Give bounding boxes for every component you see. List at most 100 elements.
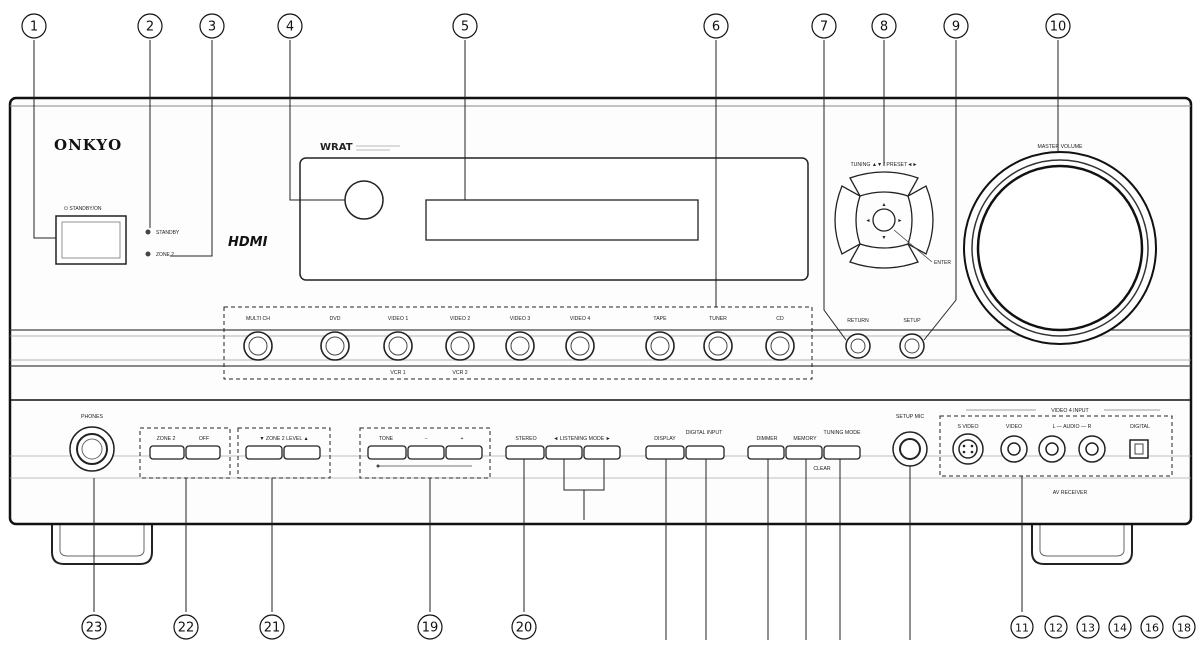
callout-number: 7 — [820, 20, 828, 35]
callout-circle — [703, 13, 729, 39]
callout-circle — [1010, 615, 1034, 639]
callout-number: 8 — [880, 20, 888, 35]
callout-number: 16 — [1145, 622, 1159, 635]
input-selector-9[interactable]: CD — [765, 316, 795, 361]
off-button[interactable] — [185, 445, 221, 460]
zone2-indicator-label: ZONE 2 — [156, 252, 174, 258]
tone-label: TONE — [379, 436, 394, 442]
callout-number: 2 — [146, 20, 154, 35]
callout-circle — [1076, 615, 1100, 639]
zone2-indicator — [145, 251, 151, 257]
right-arrow-icon: ► — [897, 218, 902, 224]
stereo-button[interactable] — [505, 445, 545, 460]
zone2-button[interactable] — [149, 445, 185, 460]
callout-number: 1 — [30, 20, 38, 35]
tone-group — [359, 427, 491, 479]
zone2-level-up-button[interactable] — [283, 445, 321, 460]
tuning-up-button[interactable] — [849, 171, 919, 197]
enter-label: ENTER — [934, 260, 951, 266]
input-selector-button-inner — [650, 336, 670, 356]
input-selector-label: VIDEO 3 — [510, 316, 531, 322]
callout-number: 18 — [1177, 622, 1191, 635]
input-selector-6[interactable]: VIDEO 4 — [565, 316, 595, 361]
dimmer-button[interactable] — [747, 445, 785, 460]
callout-number: 6 — [712, 20, 720, 35]
callout-circle — [417, 614, 443, 640]
clear-label: CLEAR — [813, 466, 831, 472]
digital-input-button[interactable] — [685, 445, 725, 460]
listening-mode-label: ◄ LISTENING MODE ► — [553, 436, 611, 442]
input-selector-label: TAPE — [653, 316, 667, 322]
remote-sensor — [344, 180, 384, 220]
callout-number: 21 — [264, 621, 281, 636]
input-selector-1[interactable]: MULTI CH — [243, 316, 273, 361]
hdmi-logo: HDMI — [228, 235, 268, 250]
input-selector-label: TUNER — [709, 316, 727, 322]
tuning-mode-label: TUNING MODE — [824, 430, 861, 436]
callout-circle — [1045, 13, 1071, 39]
input-selector-button-inner — [450, 336, 470, 356]
input-selector-label: VIDEO 4 — [570, 316, 591, 322]
callout-circle — [1108, 615, 1132, 639]
input-selector-button-inner — [708, 336, 728, 356]
display-area — [425, 199, 699, 241]
callout-circle — [199, 13, 225, 39]
listening-mode-right-button[interactable] — [583, 445, 621, 460]
left-foot — [51, 509, 153, 565]
callout-number: 23 — [86, 621, 103, 636]
input-selector-label: MULTI CH — [246, 316, 270, 322]
input-selector-label: VIDEO 2 — [450, 316, 471, 322]
stereo-label: STEREO — [515, 436, 536, 442]
tone-minus-label: − — [424, 436, 427, 442]
input-selector-button-inner — [388, 336, 408, 356]
input-selector-5[interactable]: VIDEO 3 — [505, 316, 535, 361]
tone-minus-button[interactable] — [407, 445, 445, 460]
input-selector-button-inner — [770, 336, 790, 356]
input-selector-label: CD — [776, 316, 784, 322]
input-selector-2[interactable]: DVD — [320, 316, 350, 361]
callout-number: 3 — [208, 20, 216, 35]
standby-indicator — [145, 229, 151, 235]
listening-mode-left-button[interactable] — [545, 445, 583, 460]
input-selector-button-inner — [510, 336, 530, 356]
memory-button[interactable] — [785, 445, 823, 460]
down-arrow-icon: ▼ — [881, 235, 886, 241]
master-volume-knob[interactable] — [963, 151, 1157, 345]
callout-number: 10 — [1050, 20, 1067, 35]
callout-circle — [277, 13, 303, 39]
standby-on-button[interactable] — [55, 215, 127, 265]
preset-left-button[interactable] — [834, 185, 861, 255]
tone-plus-button[interactable] — [445, 445, 483, 460]
callout-number: 22 — [178, 621, 195, 636]
enter-button[interactable] — [872, 208, 896, 232]
input-selector-7[interactable]: TAPE — [645, 316, 675, 361]
callout-circle — [871, 13, 897, 39]
preset-right-button[interactable] — [907, 185, 934, 255]
callout-circle — [943, 13, 969, 39]
zone2-level-down-button[interactable] — [245, 445, 283, 460]
display-button[interactable] — [645, 445, 685, 460]
right-foot — [1031, 509, 1133, 565]
callout-number: 20 — [516, 621, 533, 636]
audio-lr-label: L — AUDIO — R — [1053, 424, 1092, 430]
video4-input-group — [939, 415, 1173, 477]
digital-label: DIGITAL — [1130, 424, 1150, 430]
memory-label: MEMORY — [793, 436, 817, 442]
s-video-label: S VIDEO — [957, 424, 978, 430]
zone2-group — [139, 427, 231, 479]
av-receiver-label: AV RECEIVER — [1053, 490, 1088, 496]
tone-button[interactable] — [367, 445, 407, 460]
input-selector-sublabel: VCR 1 — [390, 370, 405, 376]
input-selector-8[interactable]: TUNER — [703, 316, 733, 361]
setup-mic-label: SETUP MIC — [896, 414, 924, 420]
callout-circle — [511, 614, 537, 640]
tuning-mode-button[interactable] — [823, 445, 861, 460]
standby-on-label: ⏻ STANDBY/ON — [64, 206, 102, 212]
tuning-down-button[interactable] — [849, 243, 919, 269]
input-selector-button-inner — [570, 336, 590, 356]
